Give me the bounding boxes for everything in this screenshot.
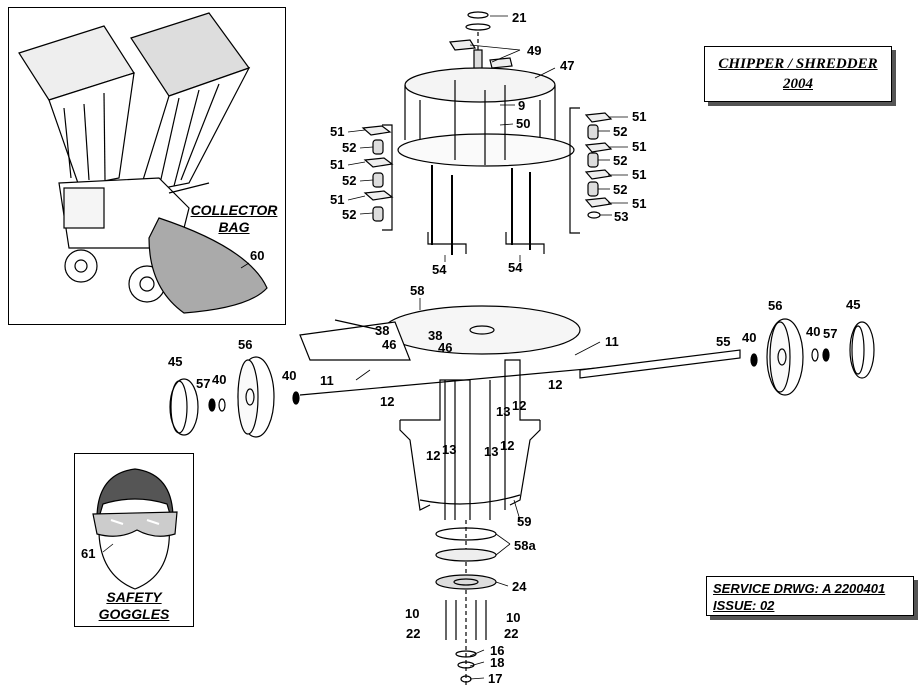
label-45: 45	[846, 297, 860, 312]
label-54: 54	[508, 260, 523, 275]
label-59: 59	[517, 514, 531, 529]
caption-safety: SAFETY	[106, 589, 162, 605]
label-12: 12	[512, 398, 526, 413]
service-drawing-box: SERVICE DRWG: A 2200401 ISSUE: 02	[706, 576, 914, 616]
label-54: 54	[432, 262, 447, 277]
top-disc-assembly	[397, 11, 575, 167]
label-38: 38	[428, 328, 442, 343]
left-hubcap	[169, 378, 199, 436]
label-57: 57	[823, 326, 837, 341]
label-51: 51	[632, 196, 646, 211]
label-16: 16	[490, 643, 504, 658]
label-40: 40	[742, 330, 756, 345]
caption-collector: COLLECTOR	[190, 202, 278, 218]
label-52: 52	[613, 124, 627, 139]
main-deck	[299, 305, 581, 361]
label-12: 12	[426, 448, 440, 463]
label-22: 22	[504, 626, 518, 641]
label-51: 51	[632, 139, 646, 154]
label-12: 12	[380, 394, 394, 409]
drawing-title-box: CHIPPER / SHREDDER 2004	[704, 46, 892, 102]
label-11: 11	[320, 373, 334, 388]
label-24: 24	[512, 579, 527, 594]
collector-bag-caption: COLLECTOR BAG	[184, 202, 284, 236]
label-51: 51	[632, 167, 646, 182]
goggles-face-illustration: 61	[81, 468, 178, 590]
label-40: 40	[282, 368, 296, 383]
label-22: 22	[406, 626, 420, 641]
label-61: 61	[81, 546, 95, 561]
label-18: 18	[490, 655, 504, 670]
label-49: 49	[527, 43, 541, 58]
chipper-illustration: 60	[18, 12, 268, 314]
frame-and-handle	[399, 359, 541, 520]
label-10: 10	[405, 606, 419, 621]
label-55: 55	[716, 334, 730, 349]
part-number-labels: 21 49 47 9 50 51 52 51 52 51 52 51 52 51…	[168, 10, 860, 686]
right-wheel	[766, 318, 804, 396]
label-11: 11	[605, 334, 619, 349]
lower-plates	[435, 520, 497, 686]
label-52: 52	[613, 182, 627, 197]
label-21: 21	[512, 10, 526, 25]
drawing-year: 2004	[783, 76, 813, 92]
label-52: 52	[342, 140, 356, 155]
label-58: 58	[410, 283, 424, 298]
label-53: 53	[614, 209, 628, 224]
leader-lines	[347, 15, 628, 680]
label-50: 50	[516, 116, 530, 131]
label-40: 40	[212, 372, 226, 387]
label-56: 56	[238, 337, 252, 352]
label-9: 9	[518, 98, 525, 113]
label-60: 60	[250, 248, 264, 263]
label-51: 51	[330, 157, 344, 172]
label-40: 40	[806, 324, 820, 339]
service-drawing-number: SERVICE DRWG: A 2200401	[713, 581, 886, 596]
label-56: 56	[768, 298, 782, 313]
label-52: 52	[342, 207, 356, 222]
label-47: 47	[560, 58, 574, 73]
label-10: 10	[506, 610, 520, 625]
caption-goggles: GOGGLES	[98, 606, 170, 622]
blade-brackets-left	[361, 124, 394, 231]
safety-goggles-caption: SAFETY GOGGLES	[75, 589, 193, 623]
safety-goggles-inset: 61 SAFETY GOGGLES	[74, 453, 194, 627]
axle	[299, 349, 741, 396]
label-13: 13	[484, 444, 498, 459]
service-issue: ISSUE: 02	[713, 598, 775, 613]
label-38: 38	[375, 323, 389, 338]
drawing-title: CHIPPER / SHREDDER	[718, 56, 878, 72]
label-46: 46	[382, 337, 396, 352]
label-51: 51	[330, 124, 344, 139]
right-hubcap	[849, 321, 875, 379]
label-51: 51	[330, 192, 344, 207]
bolts-54	[427, 165, 545, 255]
label-46: 46	[438, 340, 452, 355]
label-57: 57	[196, 376, 210, 391]
left-wheel	[237, 356, 275, 438]
label-58a: 58a	[514, 538, 536, 553]
label-45: 45	[168, 354, 182, 369]
label-17: 17	[488, 671, 502, 686]
collector-bag-inset: 60 COLLECTOR BAG	[8, 7, 286, 325]
label-51: 51	[632, 109, 646, 124]
label-13: 13	[442, 442, 456, 457]
label-12: 12	[548, 377, 562, 392]
blade-brackets-right	[569, 107, 613, 234]
label-12: 12	[500, 438, 514, 453]
label-13: 13	[496, 404, 510, 419]
label-52: 52	[342, 173, 356, 188]
label-52: 52	[613, 153, 627, 168]
caption-bag: BAG	[218, 219, 250, 235]
